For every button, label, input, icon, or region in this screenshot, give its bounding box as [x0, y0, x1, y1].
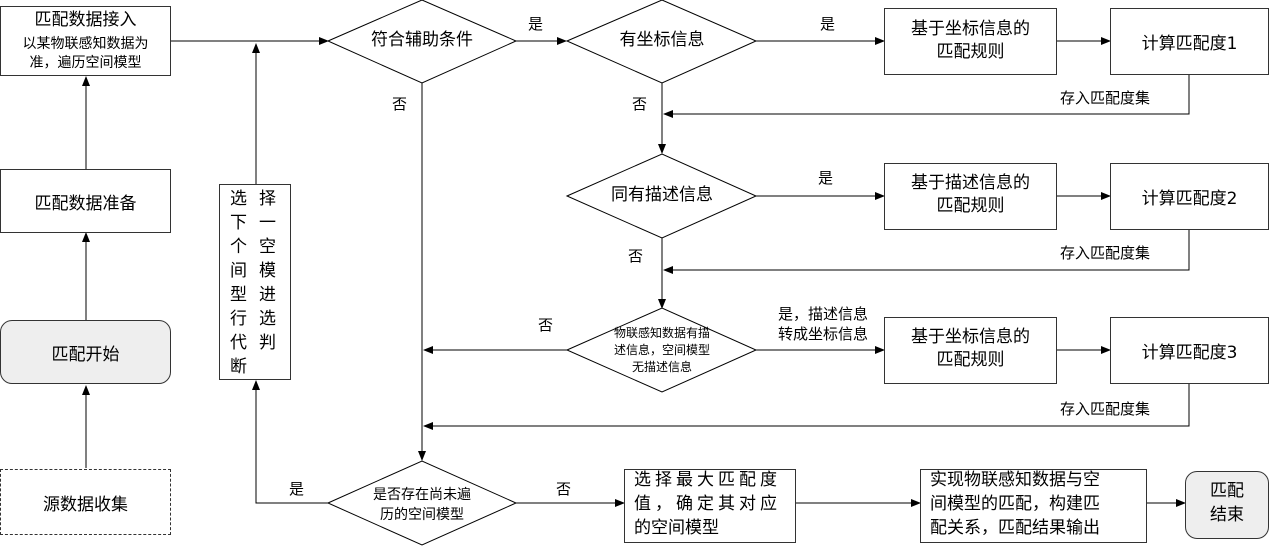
label-convert-1: 是，描述信息: [778, 305, 869, 323]
calc-box-1: 计算匹配度1: [1110, 8, 1269, 75]
label-untraversed-yes: 是: [289, 480, 305, 498]
realize-line3: 配关系，匹配结果输出: [930, 518, 1100, 538]
arrow-store-1: [663, 75, 1190, 118]
select-next-col1: 选下个间型行代断: [230, 189, 247, 377]
decision-has-desc: [565, 153, 758, 239]
untraversed-line1: 是否存在尚未遍: [373, 487, 471, 503]
match-input-box: [0, 6, 171, 76]
calc-2-label: 计算匹配度2: [1141, 189, 1238, 209]
select-max-line2: 值，确定其对应: [634, 494, 781, 514]
arrow-store-2: [663, 230, 1190, 274]
match-input-sub2: 准，遍历空间模型: [29, 55, 142, 71]
realize-line1: 实现物联感知数据与空: [930, 470, 1100, 490]
coord-rule-box-3: [884, 317, 1057, 384]
match-end-line2: 结束: [1210, 505, 1244, 525]
label-aux-yes: 是: [528, 15, 544, 33]
match-start-label: 匹配开始: [51, 344, 120, 365]
decision-has-coord: [565, 0, 758, 84]
iot-desc-line3: 无描述信息: [631, 360, 692, 374]
select-max-line1: 选择最大匹配度: [634, 470, 781, 490]
label-desc-yes: 是: [818, 169, 834, 187]
label-untraversed-no: 否: [556, 480, 572, 498]
label-convert-2: 转成坐标信息: [778, 325, 869, 343]
coord-rule-3-line1: 基于坐标信息的: [911, 327, 1030, 347]
decision-aux-condition: [326, 0, 518, 84]
label-aux-no: 否: [392, 95, 408, 113]
label-coord-yes: 是: [820, 15, 836, 33]
select-max-line3: 的空间模型: [634, 518, 719, 538]
calc-box-2: 计算匹配度2: [1110, 163, 1269, 230]
store-label-3: 存入匹配度集: [1060, 400, 1151, 418]
aux-condition-label: 符合辅助条件: [371, 30, 473, 50]
decision-untraversed: [326, 460, 518, 546]
source-collect-box: 源数据收集: [0, 469, 171, 535]
has-coord-label: 有坐标信息: [619, 30, 705, 50]
has-desc-label: 同有描述信息: [611, 185, 713, 205]
iot-desc-line1: 物联感知数据有描: [613, 326, 710, 340]
calc-1-label: 计算匹配度1: [1141, 34, 1238, 54]
match-end-line1: 匹配: [1210, 481, 1244, 501]
realize-line2: 间模型的匹配，构建匹: [930, 494, 1100, 514]
source-collect-label: 源数据收集: [43, 494, 128, 515]
match-end-box: [1185, 471, 1269, 539]
calc-box-3: 计算匹配度3: [1110, 317, 1269, 384]
match-input-title: 匹配数据接入: [34, 10, 137, 30]
desc-rule-line1: 基于描述信息的: [911, 173, 1030, 193]
match-prepare-box: 匹配数据准备: [0, 169, 171, 233]
coord-rule-box-1: [884, 8, 1057, 75]
arrow-store-3: [423, 384, 1190, 430]
store-label-2: 存入匹配度集: [1060, 244, 1151, 262]
decision-iot-desc: [565, 307, 758, 393]
match-input-sub1: 以某物联感知数据为: [22, 36, 149, 52]
match-start-box: 匹配开始: [0, 320, 171, 384]
coord-rule-3-line2: 匹配规则: [936, 350, 1005, 370]
realize-box: [920, 469, 1147, 543]
label-coord-no: 否: [632, 95, 648, 113]
store-label-1: 存入匹配度集: [1060, 89, 1151, 107]
label-desc-no: 否: [628, 247, 644, 265]
desc-rule-box: [884, 163, 1057, 230]
arrow-untraversed-yes: [252, 380, 328, 504]
untraversed-line2: 历的空间模型: [380, 507, 464, 523]
select-next-box: [219, 184, 291, 380]
calc-3-label: 计算匹配度3: [1141, 343, 1238, 363]
label-iot-no: 否: [538, 316, 554, 334]
select-next-col2: 择一空模进选判: [259, 189, 276, 353]
coord-rule-1-line1: 基于坐标信息的: [911, 19, 1030, 39]
select-max-box: [624, 469, 796, 543]
match-prepare-label: 匹配数据准备: [34, 193, 137, 214]
coord-rule-1-line2: 匹配规则: [936, 42, 1005, 62]
desc-rule-line2: 匹配规则: [936, 196, 1005, 216]
iot-desc-line2: 述信息，空间模型: [613, 343, 710, 357]
